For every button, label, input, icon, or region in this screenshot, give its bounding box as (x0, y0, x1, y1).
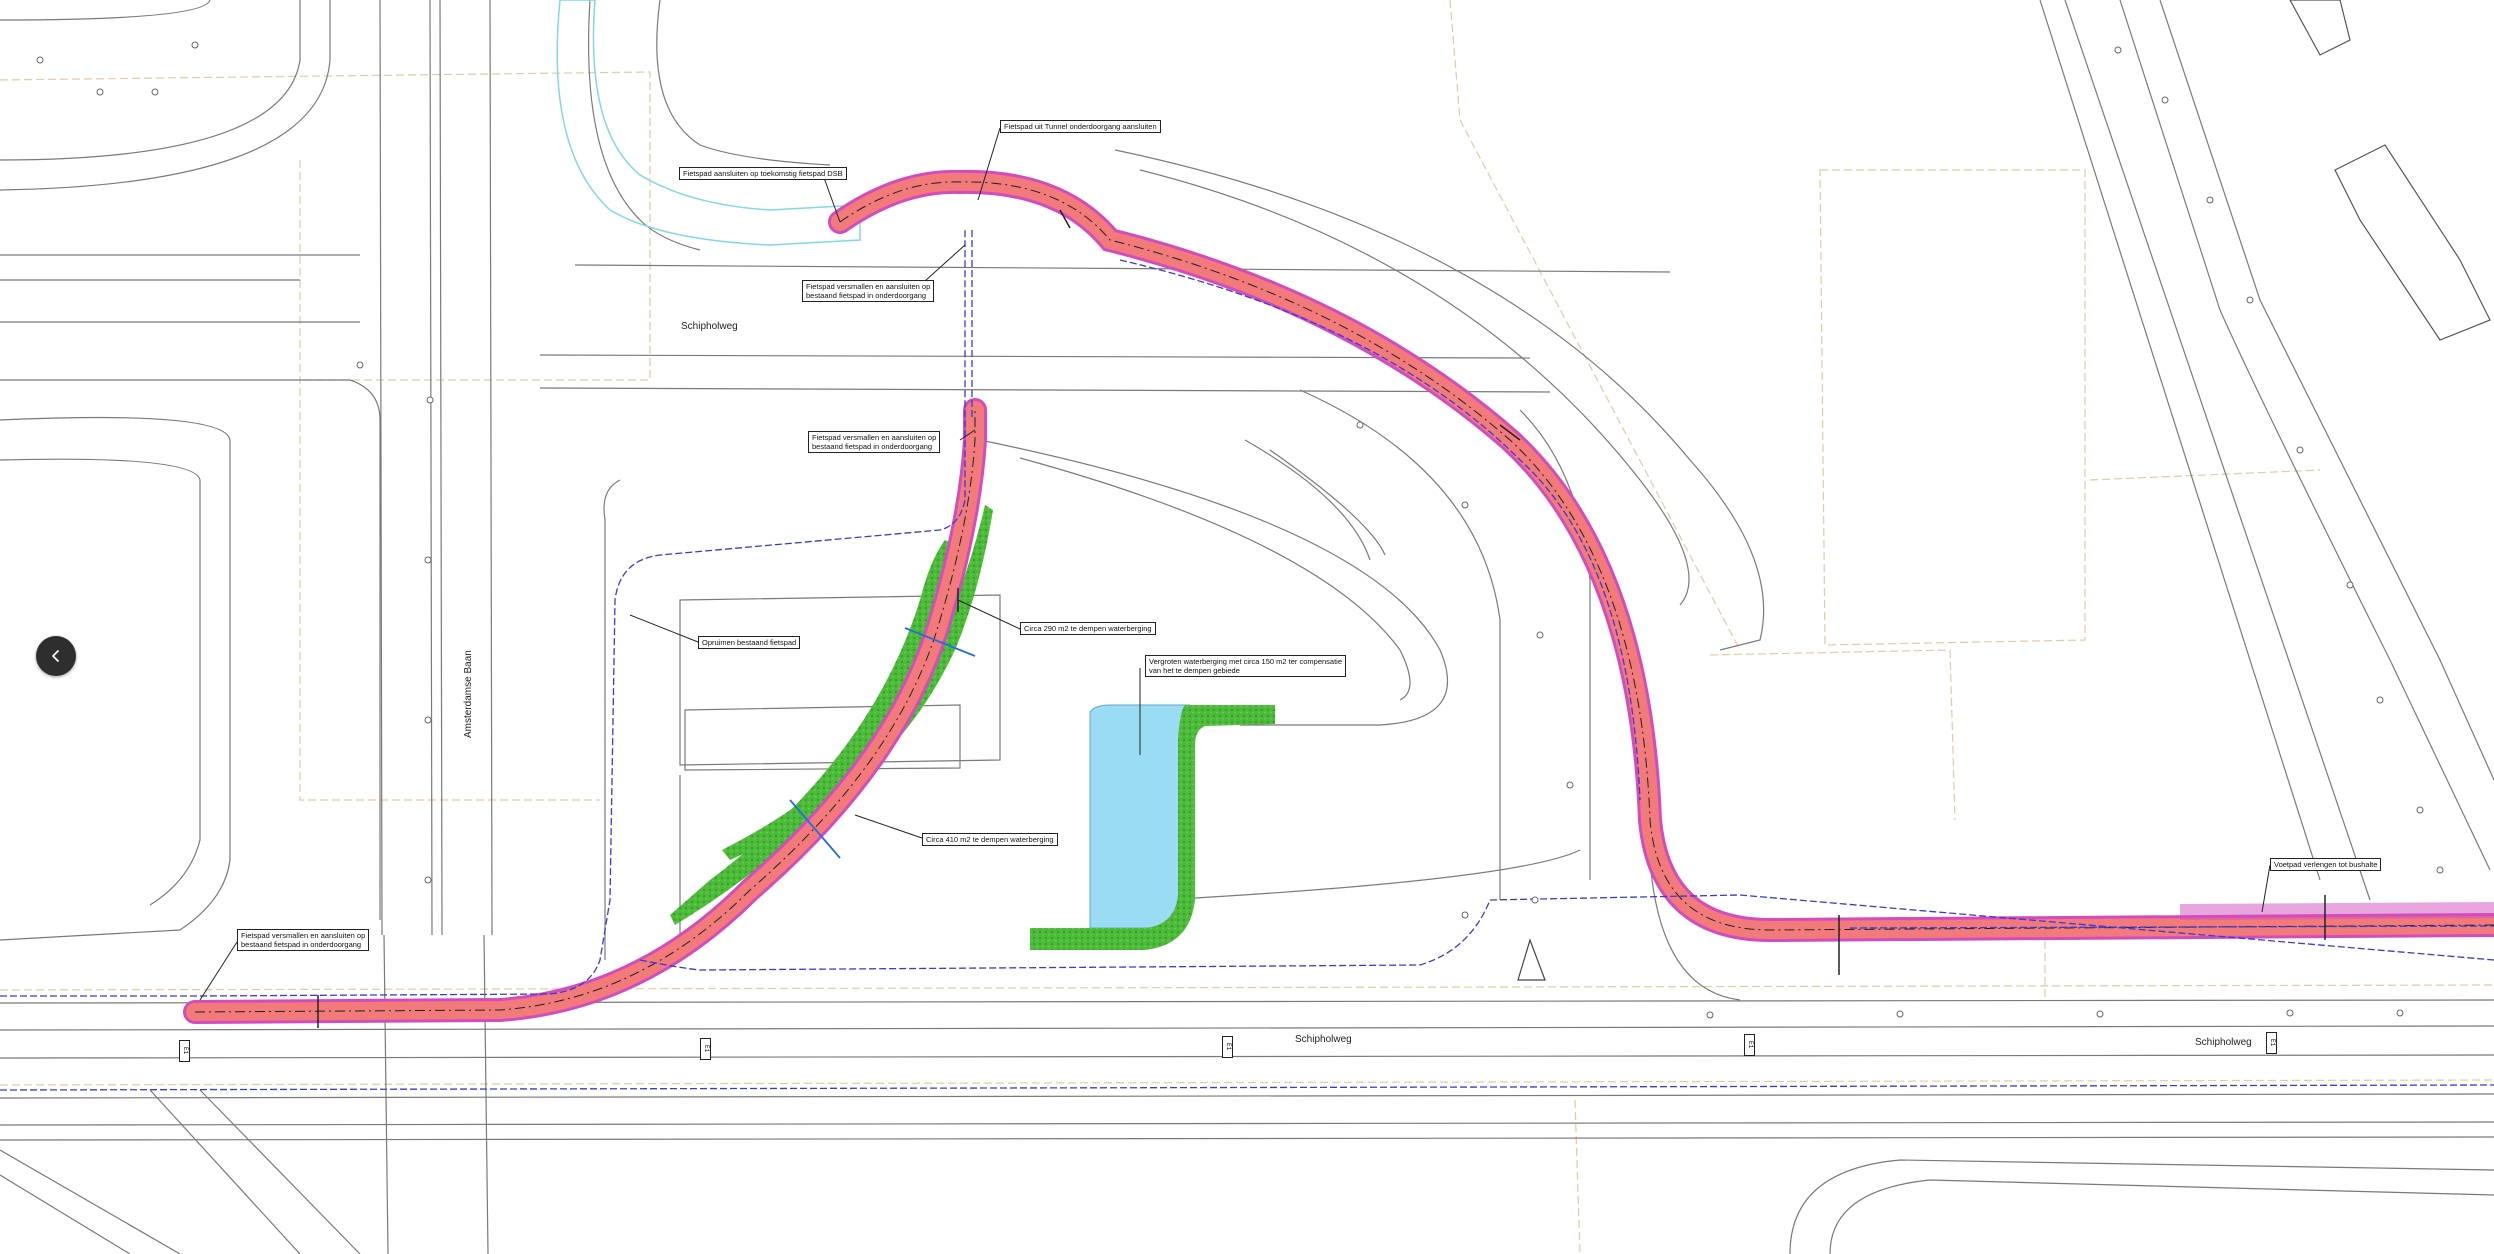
road-sign-3: E1 (1222, 1036, 1233, 1058)
road-sign-4: E1 (1744, 1034, 1755, 1056)
back-button[interactable] (36, 636, 76, 676)
street-label-schipholweg-north: Schipholweg (681, 321, 738, 332)
street-label-amsterdamse-baan: Amsterdamse Baan (463, 650, 474, 738)
road-sign-1: E1 (179, 1040, 190, 1062)
callout-aansluiten-fietspad: Fietspad aansluiten op toekomstig fietsp… (679, 167, 847, 180)
water-features (556, 0, 1191, 929)
callout-vergroten: Vergroten waterberging met circa 150 m2 … (1145, 655, 1347, 677)
crossing-markers (317, 209, 2326, 1028)
callout-opruimen: Opruimen bestaand fietspad (698, 636, 801, 649)
street-label-schipholweg-south-1: Schipholweg (1295, 1034, 1352, 1045)
buildings (2289, 0, 2491, 341)
callout-waterberging-1: Circa 290 m2 te dempen waterberging (1020, 622, 1156, 635)
chevron-left-icon (52, 650, 59, 662)
cable-routes (0, 230, 2494, 1091)
road-sign-5: E1 (2266, 1032, 2277, 1054)
light-poles (36, 41, 2444, 1019)
section-lines (789, 627, 976, 859)
existing-canal (556, 0, 861, 246)
callout-versmallen-3: Fietspad versmallen en aansluiten op bes… (237, 929, 370, 951)
leader-lines (199, 127, 2271, 1001)
callout-tunnel: Fietspad uit Tunnel onderdoorgang aanslu… (1000, 120, 1161, 133)
callout-versmallen-1: Fietspad versmallen en aansluiten op bes… (802, 280, 935, 302)
street-label-schipholweg-south-2: Schipholweg (2195, 1037, 2252, 1048)
traffic-island (1517, 938, 1546, 981)
green-strips (670, 505, 1275, 950)
callout-waterberging-2: Circa 410 m2 te dempen waterberging (922, 833, 1058, 846)
callout-verlengen: Voetpad verlengen tot bushalte (2270, 858, 2382, 871)
callout-versmallen-2: Fietspad versmallen en aansluiten op bes… (808, 431, 941, 453)
road-sign-2: E1 (700, 1038, 711, 1060)
bike-path (183, 169, 2494, 1024)
